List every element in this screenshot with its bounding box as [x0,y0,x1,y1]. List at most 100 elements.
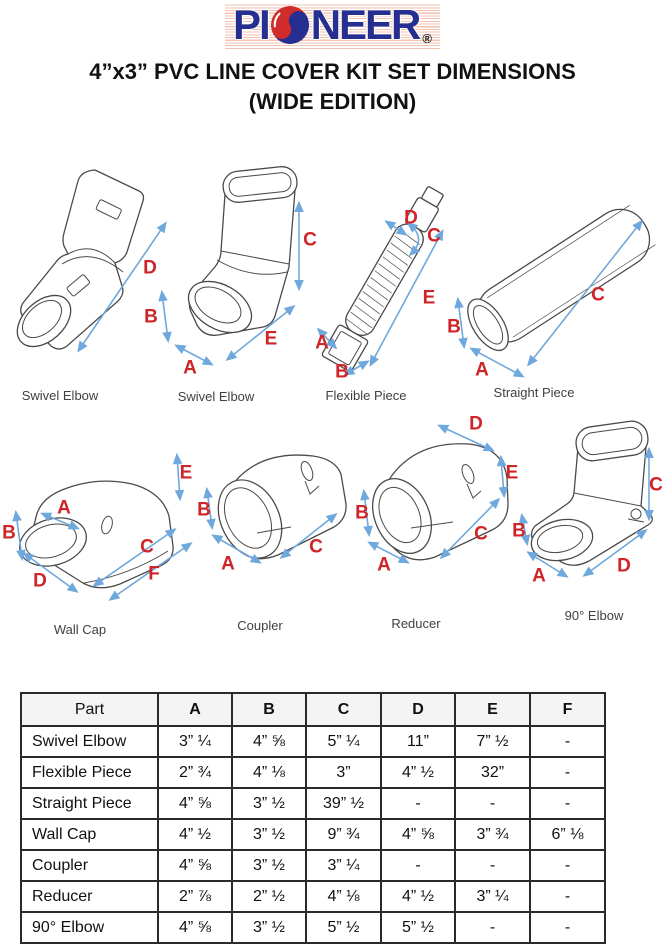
dim-label-c: C [140,536,154,558]
diagram-swivel-elbow-vertical: C E A Swivel Elbow [170,160,317,405]
swivel-elbow-angled-sketch [16,169,172,353]
header: PI NEER ® 4”x3” PVC LINE COVER KIT SET D… [0,0,665,115]
value-f: - [529,880,606,913]
value-f: 6” ⅛ [529,818,606,851]
value-f: - [529,756,606,789]
dim-label-b: B [355,502,369,524]
dim-label-c: C [427,225,441,247]
part-name: Flexible Piece [20,756,159,789]
value-a: 2” ¾ [157,756,233,789]
diagram-90-elbow: B A C D 90° Elbow [510,410,665,650]
value-b: 4” ⅛ [231,756,307,789]
diagram-wall-cap: A B D E C F Wall Cap [0,415,195,650]
dim-label-a: A [377,554,391,576]
dim-label-c: C [474,523,488,545]
dim-label-e: E [179,462,193,484]
value-e: - [454,787,531,820]
dim-label-d: D [33,570,47,592]
straight-piece-sketch [454,204,656,378]
logo-text-left: PI [233,1,271,48]
part-caption: 90° Elbow [564,608,624,623]
value-c: 3” ¼ [305,849,382,882]
value-c: 4” ⅛ [305,880,382,913]
90-elbow-sketch [518,420,654,578]
dim-label-b: B [512,520,526,542]
logo-text-right: NEER [310,1,422,48]
value-c: 5” ½ [305,911,382,944]
value-b: 3” ½ [231,818,307,851]
value-a: 4” ½ [157,818,233,851]
dim-label-c: C [309,536,323,558]
part-name: 90° Elbow [20,911,159,944]
dim-label-a: A [532,565,546,587]
value-d: - [380,849,456,882]
dim-label-a: A [475,359,489,381]
part-caption: Flexible Piece [325,388,407,403]
dim-label-d: D [617,555,631,577]
value-e: - [454,849,531,882]
value-d: 11” [380,725,456,758]
diagram-coupler: B A C Coupler [195,415,360,650]
dim-label-d: D [469,413,483,435]
table-row-coupler: Coupler 4” ⅝ 3” ½ 3” ¼ - - - [20,849,606,882]
dim-label-a: A [221,553,235,575]
page-title-line1: 4”x3” PVC LINE COVER KIT SET DIMENSIONS [89,59,576,84]
dim-label-f: F [148,563,160,585]
column-header-d: D [380,692,456,727]
part-caption: Swivel Elbow [21,388,99,403]
part-caption: Straight Piece [493,385,575,400]
reducer-sketch [360,424,509,564]
dim-label-b: B [335,361,349,383]
dim-label-c: C [649,474,663,496]
value-f: - [529,911,606,944]
column-header-a: A [157,692,233,727]
part-caption: Swivel Elbow [177,389,255,404]
page-title-line2: (WIDE EDITION) [248,89,417,114]
column-header-b: B [231,692,307,727]
value-e: - [454,911,531,944]
dim-label-d: D [404,207,418,229]
value-d: - [380,787,456,820]
part-caption: Reducer [391,616,441,631]
column-header-c: C [305,692,382,727]
diagram-flexible-piece: D C E A B Flexible Piece [315,160,445,405]
value-b: 4” ⅝ [231,725,307,758]
column-header-f: F [529,692,606,727]
value-a: 4” ⅝ [157,911,233,944]
table-row-wall-cap: Wall Cap 4” ½ 3” ½ 9” ¾ 4” ⅝ 3” ¾ 6” ⅛ [20,818,606,851]
taeguk-icon [270,6,309,44]
dim-label-c: C [303,229,317,251]
dim-label-b: B [2,522,16,544]
dim-label-a: A [315,332,329,354]
part-name: Coupler [20,849,159,882]
dim-label-a: A [183,357,197,379]
dim-label-e: E [422,287,436,309]
pioneer-logo: PI NEER ® [225,3,440,49]
diagram-swivel-elbow-angled: D B Swivel Elbow [5,160,175,405]
part-name: Swivel Elbow [20,725,159,758]
value-c: 5” ¼ [305,725,382,758]
value-e: 32” [454,756,531,789]
table-header-row: Part A B C D E F [20,692,606,727]
value-e: 3” ¾ [454,818,531,851]
dim-label-b: B [197,499,211,521]
value-d: 4” ½ [380,880,456,913]
table-row-straight-piece: Straight Piece 4” ⅝ 3” ½ 39” ½ - - - [20,787,606,820]
value-f: - [529,849,606,882]
table-row-flexible-piece: Flexible Piece 2” ¾ 4” ⅛ 3” 4” ½ 32” - [20,756,606,789]
part-caption: Wall Cap [53,622,107,637]
value-b: 3” ½ [231,787,307,820]
part-caption: Coupler [237,618,283,633]
swivel-elbow-vertical-sketch [174,166,304,366]
dim-label-b: B [447,316,461,338]
value-d: 5” ½ [380,911,456,944]
value-d: 4” ½ [380,756,456,789]
value-c: 39” ½ [305,787,382,820]
flexible-piece-sketch [316,186,444,376]
value-e: 3” ¼ [454,880,531,913]
column-header-e: E [454,692,531,727]
value-c: 9” ¾ [305,818,382,851]
value-b: 3” ½ [231,911,307,944]
part-name: Wall Cap [20,818,159,851]
coupler-sketch [203,454,347,564]
